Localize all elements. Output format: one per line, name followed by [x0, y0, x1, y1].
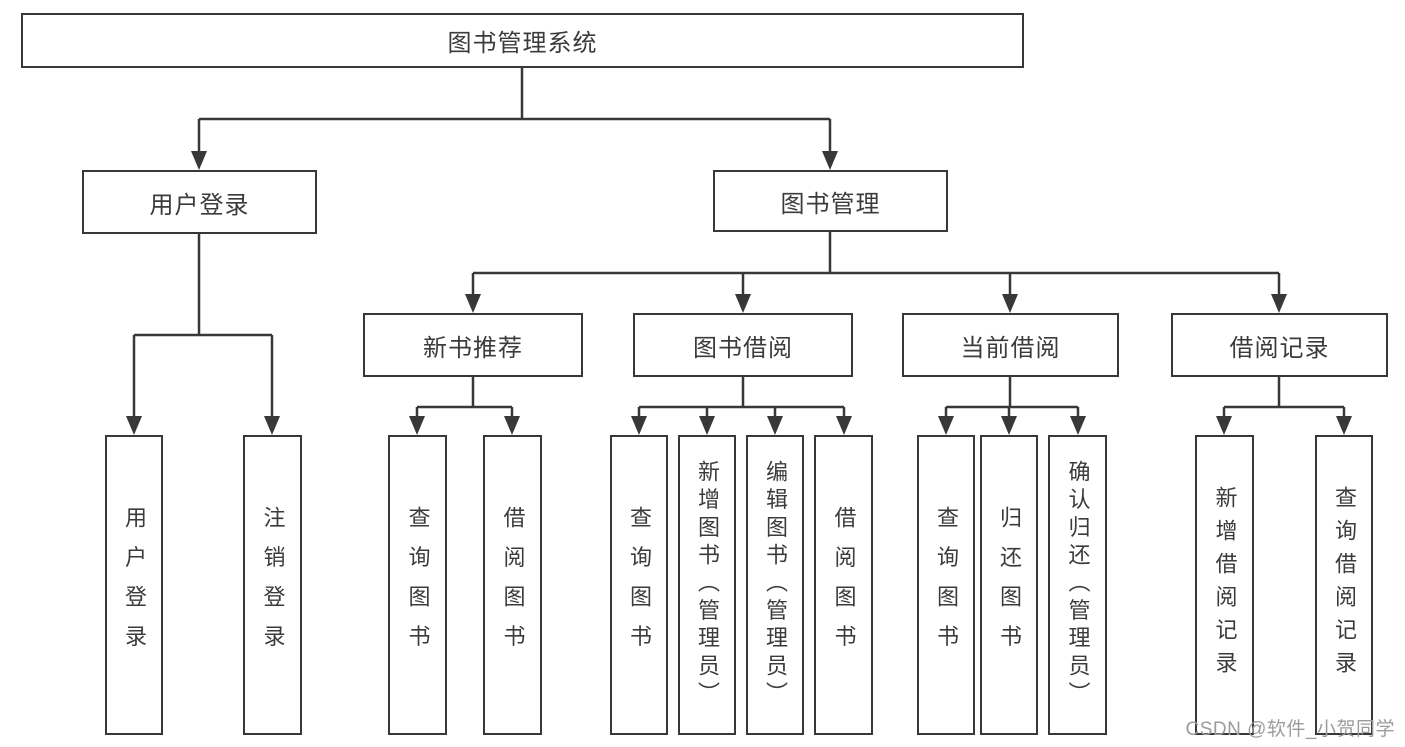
leaf-return-book-label: 归还图书 [997, 505, 1022, 665]
leaf-borrow-books-recommend-label: 借阅图书 [500, 505, 526, 665]
leaf-add-book-admin: 新增图书（管理员） [678, 435, 736, 735]
leaf-add-borrow-record-label: 新增借阅记录 [1212, 486, 1238, 684]
leaf-borrow-books-recommend: 借阅图书 [483, 435, 542, 735]
leaf-query-books-current-label: 查询图书 [934, 505, 959, 665]
leaf-query-borrow-record-label: 查询借阅记录 [1332, 486, 1357, 684]
leaf-return-book: 归还图书 [980, 435, 1038, 735]
watermark: CSDN @软件_小贺同学 [1185, 719, 1395, 740]
node-root: 图书管理系统 [21, 13, 1024, 68]
leaf-borrow-books: 借阅图书 [814, 435, 873, 735]
leaf-confirm-return-admin: 确认归还（管理员） [1048, 435, 1107, 735]
leaf-edit-book-admin-label: 编辑图书（管理员） [763, 460, 788, 710]
leaf-logout-label: 注销登录 [260, 505, 286, 665]
leaf-query-books-current: 查询图书 [917, 435, 975, 735]
arrowhead-icons [126, 151, 1352, 435]
leaf-query-books-recommend-label: 查询图书 [405, 505, 431, 665]
leaf-query-books-borrow-label: 查询图书 [627, 505, 652, 665]
leaf-confirm-return-admin-label: 确认归还（管理员） [1065, 460, 1091, 710]
leaf-user-login-label: 用户登录 [122, 505, 147, 665]
leaf-add-borrow-record: 新增借阅记录 [1195, 435, 1254, 735]
leaf-user-login: 用户登录 [105, 435, 163, 735]
node-new-book-recommend: 新书推荐 [363, 313, 583, 377]
leaf-query-books-borrow: 查询图书 [610, 435, 668, 735]
leaf-logout: 注销登录 [243, 435, 302, 735]
node-book-management: 图书管理 [713, 170, 948, 232]
leaf-borrow-books-label: 借阅图书 [831, 505, 857, 665]
node-current-borrow: 当前借阅 [902, 313, 1119, 377]
tree-edges [132, 68, 1346, 420]
leaf-add-book-admin-label: 新增图书（管理员） [695, 460, 720, 710]
leaf-query-borrow-record: 查询借阅记录 [1315, 435, 1373, 735]
node-book-borrow: 图书借阅 [633, 313, 853, 377]
leaf-edit-book-admin: 编辑图书（管理员） [746, 435, 804, 735]
node-borrow-record: 借阅记录 [1171, 313, 1388, 377]
leaf-query-books-recommend: 查询图书 [388, 435, 447, 735]
node-user-login: 用户登录 [82, 170, 317, 234]
